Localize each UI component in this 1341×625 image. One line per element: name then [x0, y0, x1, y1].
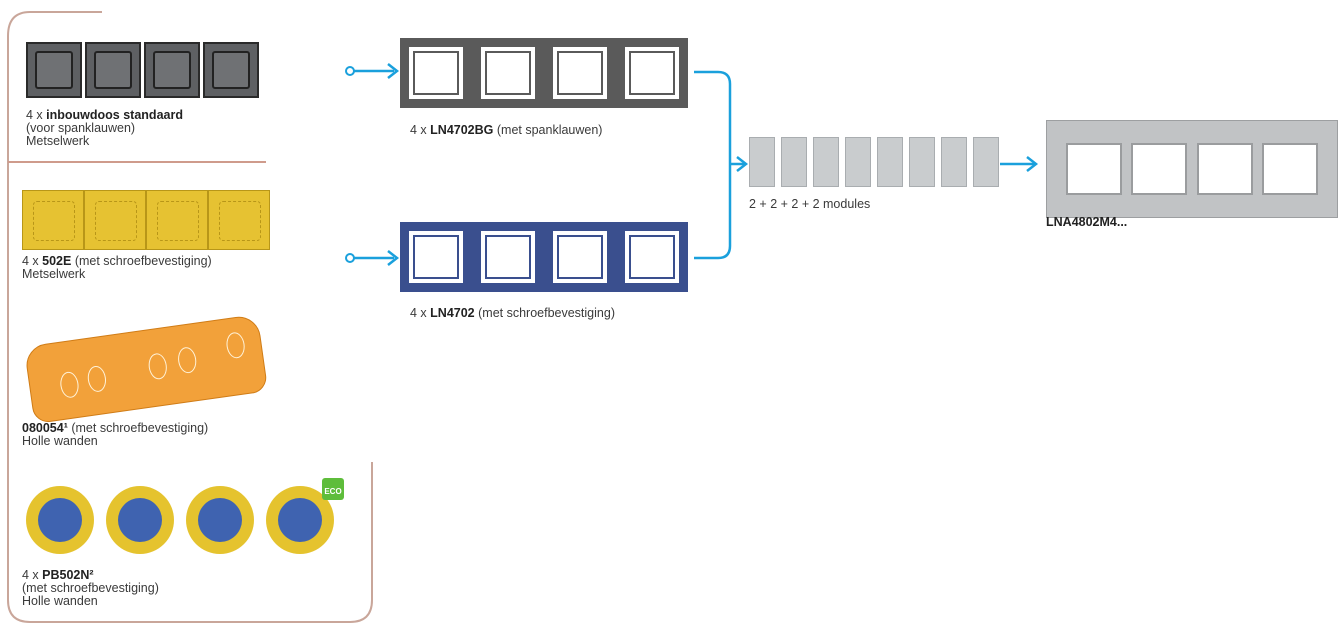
support-blue-image: [400, 222, 688, 292]
yellow-box-image: [22, 190, 270, 250]
cover-plate-opening: [1197, 143, 1253, 195]
round-box: [106, 486, 174, 554]
frame-image: [1046, 120, 1338, 218]
cover-plate-opening: [1131, 143, 1187, 195]
support-frame: [400, 222, 472, 292]
support-gray-image: [400, 38, 688, 108]
support-gray-caption: 4 x LN4702BG (met spanklauwen): [410, 124, 602, 137]
standard-box: [26, 42, 82, 98]
support-frame: [400, 38, 472, 108]
yellow-box-caption: 4 x 502E (met schroefbevestiging) Metsel…: [22, 255, 212, 281]
standard-box-caption: 4 x inbouwdoos standaard (voor spanklauw…: [26, 109, 183, 148]
module: [909, 137, 935, 187]
module: [749, 137, 775, 187]
orange-box-caption: 080054¹ (met schroefbevestiging) Holle w…: [22, 422, 208, 448]
modules-image: [749, 137, 1005, 187]
module: [845, 137, 871, 187]
orange-box-image: [28, 330, 264, 408]
yellow-box: [22, 190, 84, 250]
support-frame: [472, 222, 544, 292]
round-box: [26, 486, 94, 554]
frame-caption: LNA4802M4...: [1046, 216, 1127, 229]
modules-caption: 2 + 2 + 2 + 2 modules: [749, 198, 870, 211]
standard-box-image: [26, 42, 262, 98]
round-box: [186, 486, 254, 554]
support-blue-caption: 4 x LN4702 (met schroefbevestiging): [410, 307, 615, 320]
support-frame: [544, 38, 616, 108]
support-frame: [472, 38, 544, 108]
module: [941, 137, 967, 187]
cover-plate: [1046, 120, 1338, 218]
arrow-origin-bottom: [346, 254, 354, 262]
standard-box: [85, 42, 141, 98]
module: [877, 137, 903, 187]
standard-box: [144, 42, 200, 98]
cover-plate-opening: [1066, 143, 1122, 195]
support-frame: [544, 222, 616, 292]
arrow-origin-top: [346, 67, 354, 75]
orange-box: [24, 314, 269, 424]
support-frame: [616, 222, 688, 292]
yellow-box: [84, 190, 146, 250]
module: [781, 137, 807, 187]
round-box-image: [26, 486, 346, 554]
cover-plate-opening: [1262, 143, 1318, 195]
standard-box: [203, 42, 259, 98]
merge-connector: [694, 72, 744, 258]
module: [813, 137, 839, 187]
eco-badge-icon: ECO: [322, 478, 344, 500]
module: [973, 137, 999, 187]
round-box-caption: 4 x PB502N² (met schroefbevestiging) Hol…: [22, 569, 159, 608]
yellow-box: [208, 190, 270, 250]
support-frame: [616, 38, 688, 108]
yellow-box: [146, 190, 208, 250]
